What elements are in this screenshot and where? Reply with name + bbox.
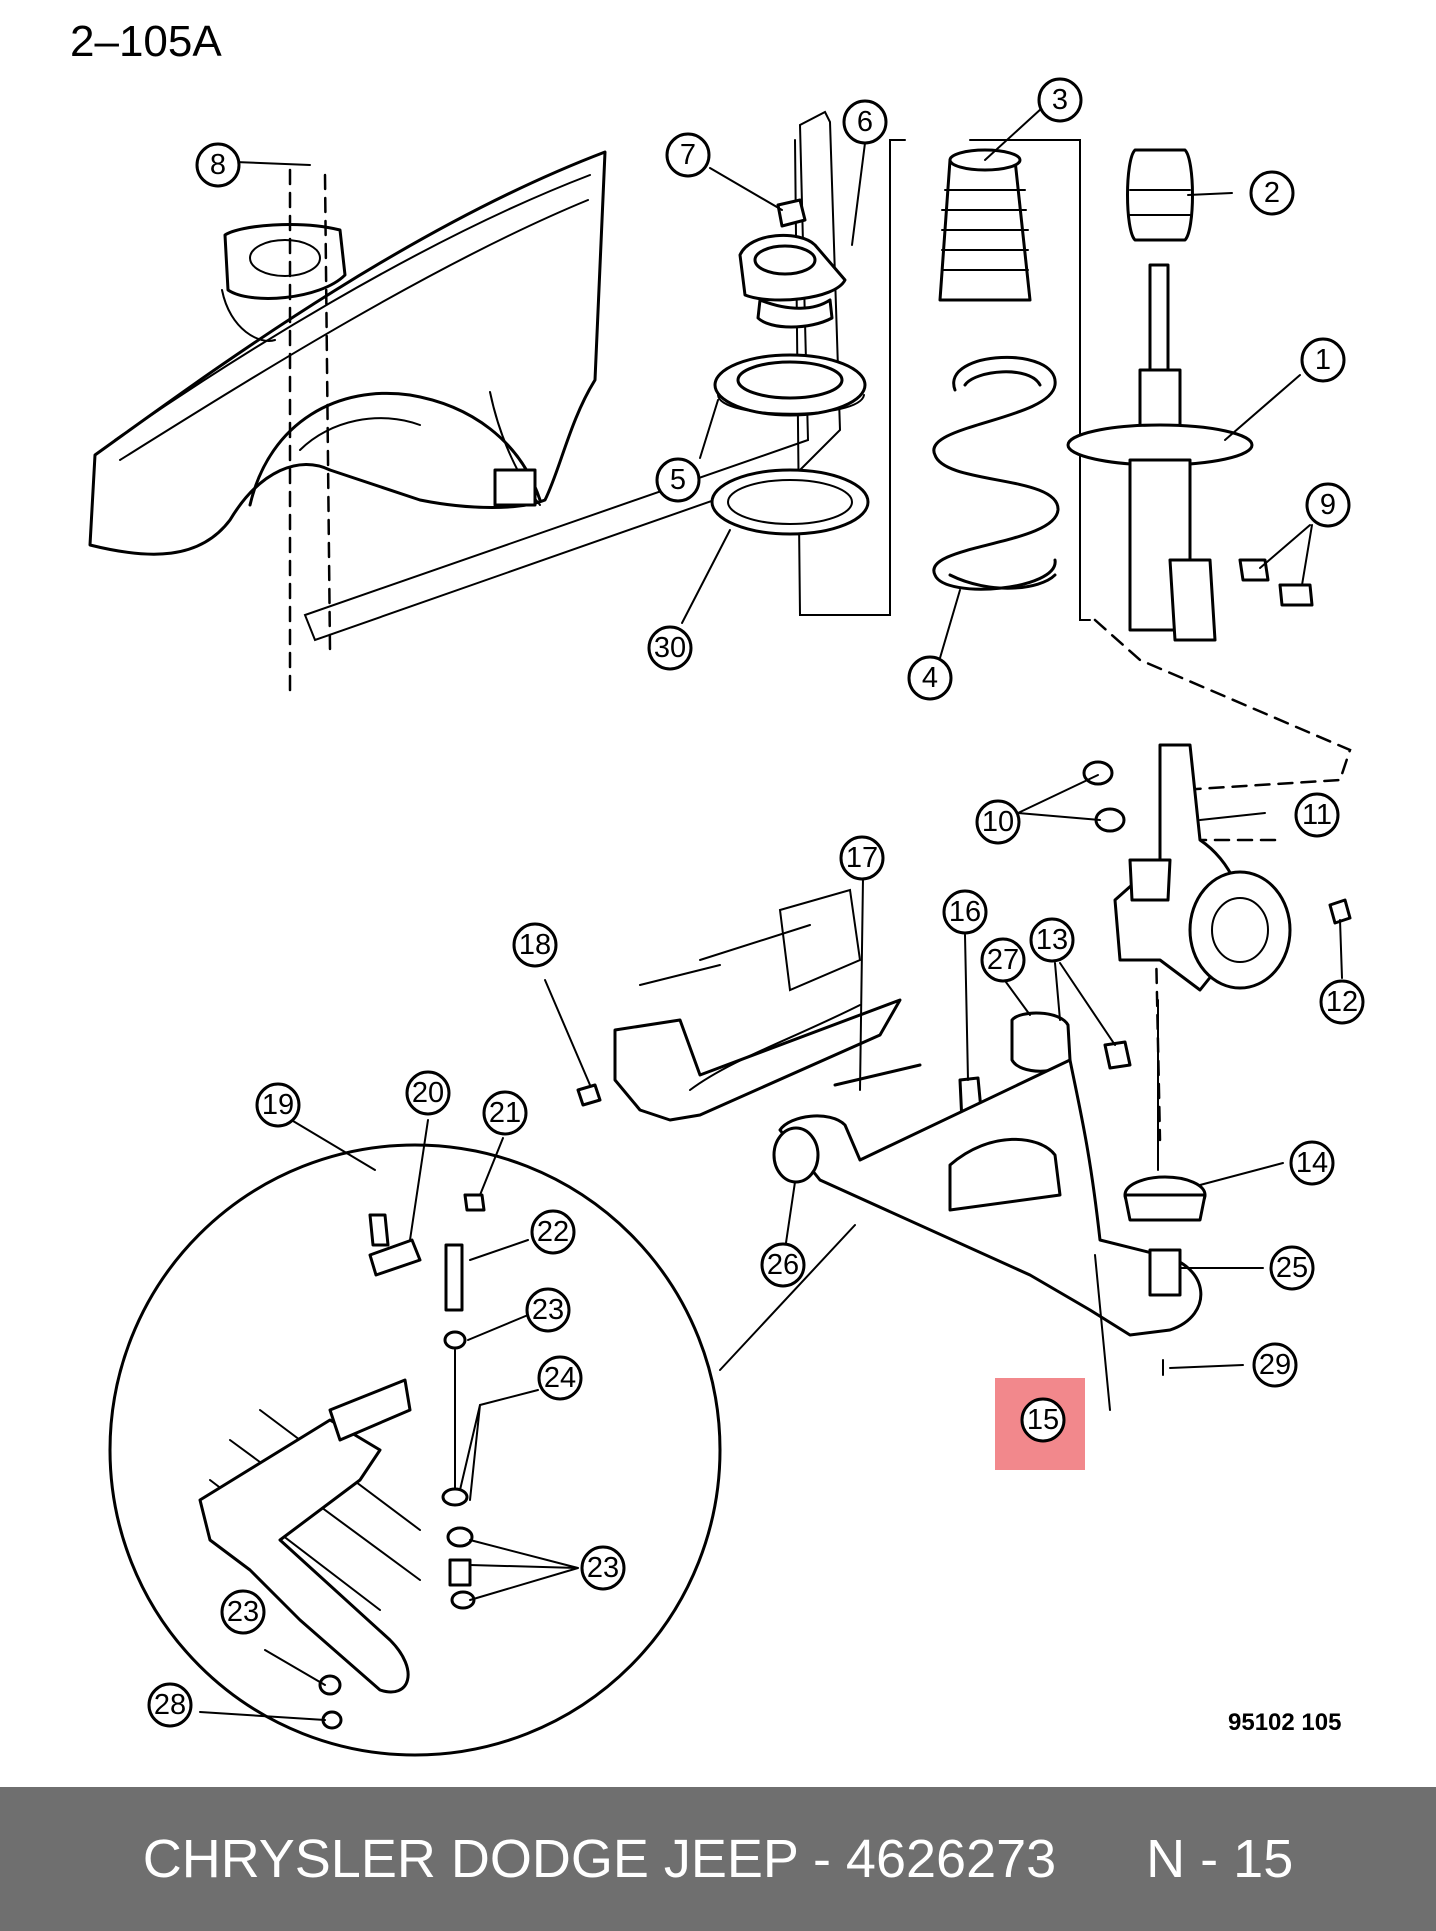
svg-text:5: 5 <box>670 464 686 496</box>
svg-text:3: 3 <box>1052 84 1068 116</box>
svg-text:4: 4 <box>922 662 938 694</box>
jounce-bumper <box>938 148 1032 302</box>
callout-5: 5 <box>655 457 701 503</box>
svg-text:26: 26 <box>767 1249 799 1281</box>
svg-text:16: 16 <box>949 896 981 928</box>
svg-text:22: 22 <box>537 1216 569 1248</box>
svg-text:23: 23 <box>532 1294 564 1326</box>
callout-19: 19 <box>255 1082 301 1128</box>
callout-14: 14 <box>1289 1140 1335 1186</box>
svg-text:21: 21 <box>489 1097 521 1129</box>
assembly-path-lines <box>288 110 1352 1171</box>
callout-28: 28 <box>147 1682 193 1728</box>
callout-16: 16 <box>942 889 988 935</box>
callout-23a: 23 <box>525 1287 571 1333</box>
callout-21: 21 <box>482 1090 528 1136</box>
svg-text:23: 23 <box>227 1596 259 1628</box>
callout-10: 10 <box>975 799 1021 845</box>
callout-11: 11 <box>1294 792 1340 838</box>
svg-text:19: 19 <box>262 1089 294 1121</box>
callout-6: 6 <box>842 99 888 145</box>
callout-25: 25 <box>1269 1245 1315 1291</box>
callout-8: 8 <box>195 142 241 188</box>
svg-text:9: 9 <box>1320 489 1336 521</box>
svg-text:29: 29 <box>1259 1349 1291 1381</box>
svg-text:8: 8 <box>210 149 226 181</box>
detail-view <box>108 1143 722 1757</box>
lower-control-arm <box>719 1058 1207 1411</box>
callout-3: 3 <box>1037 77 1083 123</box>
svg-text:7: 7 <box>680 139 696 171</box>
svg-text:24: 24 <box>544 1362 576 1394</box>
svg-text:11: 11 <box>1302 799 1332 831</box>
callout-30: 30 <box>647 625 693 671</box>
callout-12: 12 <box>1319 979 1365 1025</box>
exploded-parts-diagram: 2–105A <box>70 17 1365 1757</box>
callout-17: 17 <box>839 835 885 881</box>
strut-mount-parts <box>710 198 870 536</box>
callout-22: 22 <box>530 1209 576 1255</box>
svg-text:15: 15 <box>1027 1404 1059 1436</box>
leader-lines <box>199 107 1343 1721</box>
footer-part-number-text: CHRYSLER DODGE JEEP - 4626273 N - 15 <box>142 1829 1294 1889</box>
callout-4: 4 <box>907 655 953 701</box>
callout-23b: 23 <box>580 1545 626 1591</box>
svg-text:6: 6 <box>857 106 873 138</box>
callout-20: 20 <box>405 1070 451 1116</box>
coil-spring <box>932 355 1060 591</box>
callout-27: 27 <box>980 937 1026 983</box>
callouts: 1 2 3 4 5 6 7 8 9 10 11 12 13 14 15 16 1… <box>147 77 1365 1728</box>
callout-1: 1 <box>1300 337 1346 383</box>
svg-text:27: 27 <box>987 944 1019 976</box>
strut-assembly <box>1066 148 1314 642</box>
callout-18: 18 <box>512 922 558 968</box>
svg-text:18: 18 <box>519 929 551 961</box>
callout-9: 9 <box>1305 482 1351 528</box>
svg-text:13: 13 <box>1036 924 1068 956</box>
svg-text:28: 28 <box>154 1689 186 1721</box>
part-info-footer: CHRYSLER DODGE JEEP - 4626273 N - 15 <box>0 1787 1436 1931</box>
callout-7: 7 <box>665 132 711 178</box>
svg-text:17: 17 <box>846 842 878 874</box>
svg-text:12: 12 <box>1326 986 1358 1018</box>
callout-2: 2 <box>1249 170 1295 216</box>
callout-29: 29 <box>1252 1342 1298 1388</box>
steering-knuckle <box>1082 743 1352 992</box>
callout-23c: 23 <box>220 1589 266 1635</box>
callout-26: 26 <box>760 1242 806 1288</box>
figure-id: 2–105A <box>70 17 222 66</box>
svg-text:1: 1 <box>1315 344 1331 376</box>
callout-13: 13 <box>1029 917 1075 963</box>
svg-text:25: 25 <box>1276 1252 1308 1284</box>
svg-text:20: 20 <box>412 1077 444 1109</box>
svg-text:23: 23 <box>587 1552 619 1584</box>
drawing-code: 95102 105 <box>1228 1709 1341 1736</box>
fender-illustration <box>88 150 607 556</box>
svg-text:2: 2 <box>1264 177 1280 209</box>
svg-text:10: 10 <box>982 806 1014 838</box>
svg-text:30: 30 <box>654 632 686 664</box>
callout-15: 15 <box>1020 1397 1066 1443</box>
callout-24: 24 <box>537 1355 583 1401</box>
svg-text:14: 14 <box>1296 1147 1328 1179</box>
